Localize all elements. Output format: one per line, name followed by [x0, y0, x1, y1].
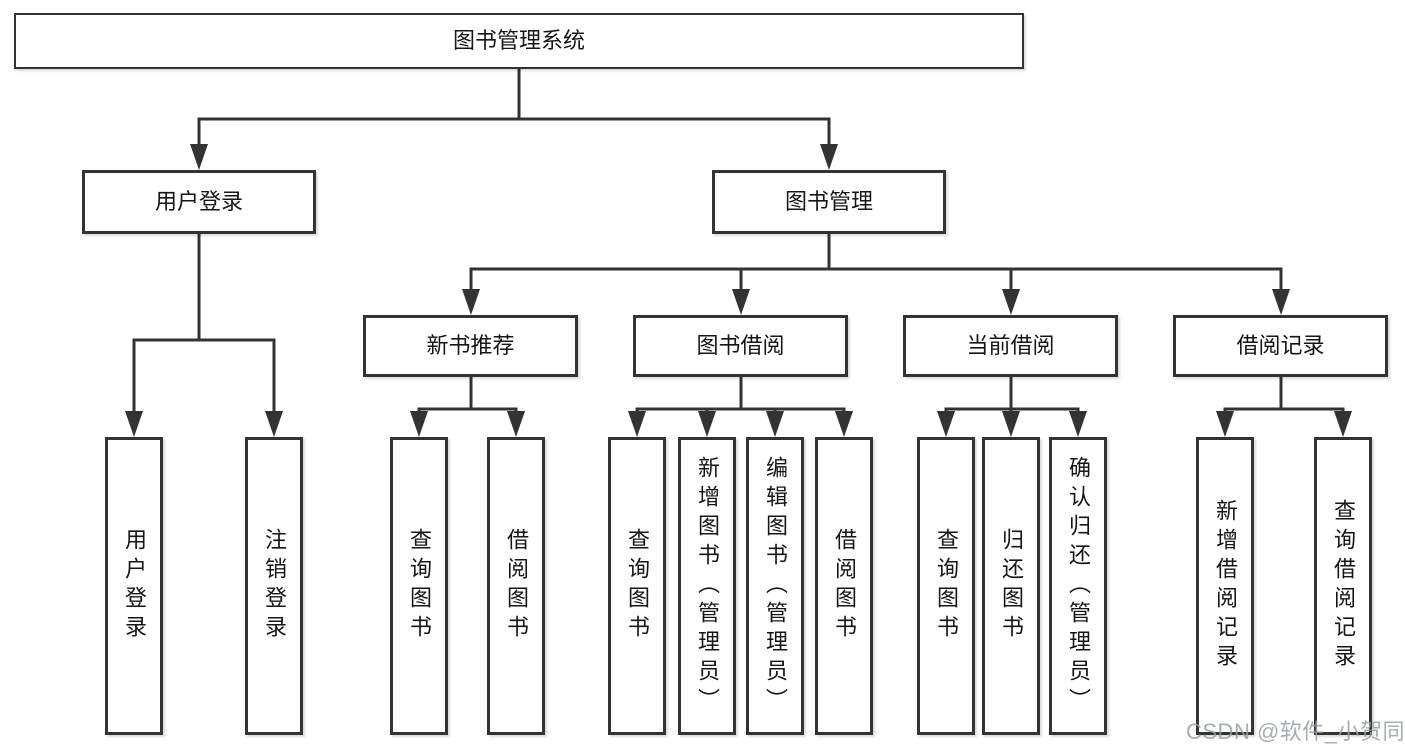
connector-root-to-level2 — [190, 69, 838, 170]
node-label: 图书管理 — [784, 189, 873, 214]
leaf-add-borrow-record: 新增借阅记录 — [1196, 437, 1254, 735]
node-label: 查询图书 — [625, 528, 650, 644]
node-label: 借阅图书 — [504, 528, 529, 644]
node-label: 图书管理系统 — [452, 28, 585, 53]
node-label: 新增图书（管理员） — [695, 455, 720, 717]
node-label: 确认归还（管理员） — [1066, 455, 1091, 717]
node-book-borrowing: 图书借阅 — [633, 315, 848, 377]
node-user-login: 用户登录 — [82, 170, 316, 234]
connector-new-book-children — [410, 377, 525, 437]
leaf-query-books-recommend: 查询图书 — [390, 437, 448, 735]
node-label: 新书推荐 — [426, 333, 515, 358]
leaf-add-books-admin: 新增图书（管理员） — [678, 437, 736, 735]
node-label: 借阅图书 — [832, 528, 857, 644]
node-label: 查询图书 — [407, 528, 432, 644]
node-current-borrowing: 当前借阅 — [903, 315, 1118, 377]
connector-borrowing-records-children — [1216, 377, 1352, 437]
connector-book-borrowing-children — [628, 377, 853, 437]
leaf-borrow-books-borrowing: 借阅图书 — [815, 437, 873, 735]
watermark: CSDN @软件_小贺同学 — [1186, 719, 1405, 744]
node-label: 归还图书 — [999, 528, 1024, 644]
node-library-management-system: 图书管理系统 — [14, 13, 1024, 69]
leaf-user-login: 用户登录 — [105, 437, 163, 735]
leaf-query-books-current: 查询图书 — [917, 437, 975, 735]
node-label: 图书借阅 — [696, 333, 785, 358]
node-label: 借阅记录 — [1236, 333, 1325, 358]
connector-book-management-children — [462, 234, 1290, 315]
node-label: 当前借阅 — [966, 333, 1055, 358]
node-label: 新增借阅记录 — [1213, 499, 1238, 673]
connector-current-borrowing-children — [937, 377, 1087, 437]
node-label: 用户登录 — [154, 189, 243, 214]
leaf-query-books-borrowing: 查询图书 — [608, 437, 666, 735]
connector-user-login-children — [125, 234, 283, 437]
node-label: 用户登录 — [122, 528, 147, 644]
leaf-return-books: 归还图书 — [982, 437, 1040, 735]
node-new-book-recommend: 新书推荐 — [363, 315, 578, 377]
node-book-management: 图书管理 — [712, 170, 946, 234]
node-label: 查询借阅记录 — [1331, 499, 1356, 673]
leaf-edit-books-admin: 编辑图书（管理员） — [746, 437, 804, 735]
leaf-query-borrow-record: 查询借阅记录 — [1314, 437, 1372, 735]
node-label: 注销登录 — [262, 528, 287, 644]
leaf-confirm-return-admin: 确认归还（管理员） — [1049, 437, 1107, 735]
leaf-borrow-books-recommend: 借阅图书 — [487, 437, 545, 735]
node-label: 查询图书 — [934, 528, 959, 644]
leaf-logout-login: 注销登录 — [245, 437, 303, 735]
node-borrowing-records: 借阅记录 — [1173, 315, 1388, 377]
node-label: 编辑图书（管理员） — [763, 455, 788, 717]
